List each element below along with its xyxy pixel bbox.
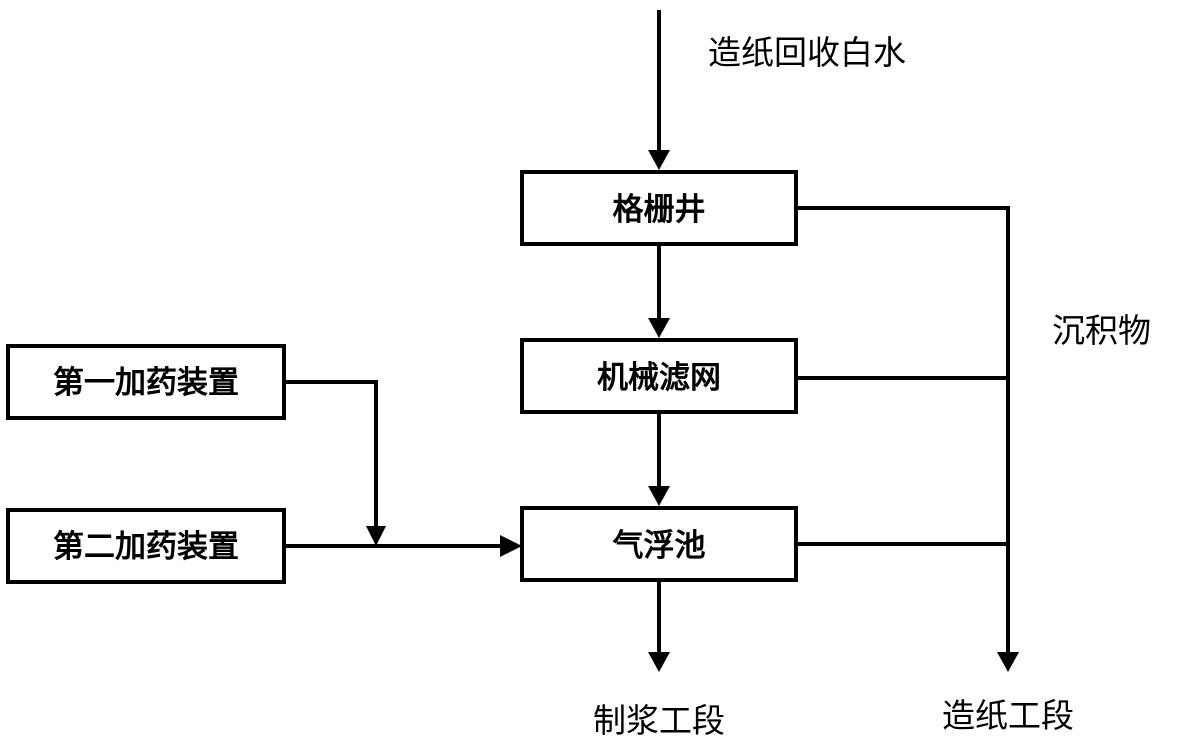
dosing-device-1-label: 第一加药装置 [53,365,239,401]
screen-to-flotation-arrowhead [648,486,670,506]
sediment-label: 沉积物 [1052,311,1151,350]
air-flotation-label: 气浮池 [612,528,706,564]
dosing-1-arrowhead [366,526,386,546]
dosing-to-flotation-arrowhead [500,535,522,557]
dosing-device-1-box: 第一加药装置 [6,344,286,420]
grid-well-label: 格栅井 [613,192,706,228]
mechanical-screen-box: 机械滤网 [520,338,798,414]
dosing-device-2-box: 第二加药装置 [6,508,286,584]
sediment-to-papermaking-arrowhead [997,652,1019,672]
grid-well-box: 格栅井 [520,170,798,246]
papermaking-label: 造纸工段 [942,696,1074,735]
dosing-1-line [284,380,378,526]
pulping-label: 制浆工段 [593,701,725,740]
dosing-device-2-label: 第二加药装置 [53,529,239,565]
source-to-grid-well-arrowhead [648,150,670,170]
grid-well-to-screen-arrowhead [648,318,670,338]
mechanical-screen-label: 机械滤网 [597,360,721,396]
source-label: 造纸回收白水 [708,33,906,72]
flotation-to-pulping-arrowhead [648,652,670,672]
air-flotation-box: 气浮池 [520,506,798,582]
